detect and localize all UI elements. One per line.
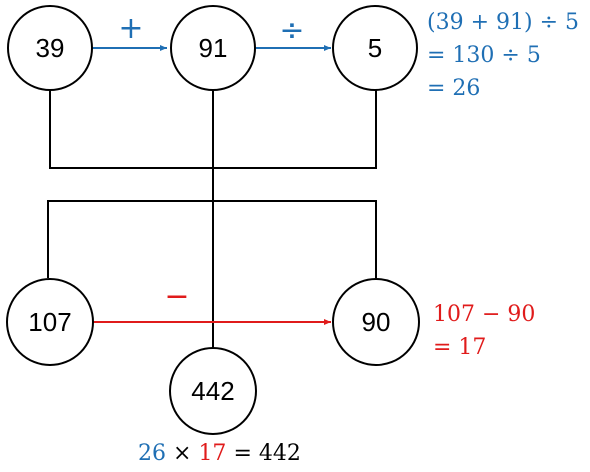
node-90-label: 90 [362,307,391,337]
node-91-label: 91 [199,33,228,63]
node-107-label: 107 [28,307,71,337]
node-5: 5 [332,5,418,91]
final-calc-b: 17 [198,441,226,466]
final-calc-a: 26 [138,441,166,466]
minus-operator: − [164,279,189,314]
red-calculation: 107 − 90 = 17 [433,302,535,360]
final-calc-times: × [173,441,198,466]
plus-operator: + [118,11,143,46]
divide-operator: ÷ [279,13,304,48]
node-39-label: 39 [36,33,65,63]
node-91: 91 [170,5,256,91]
node-90: 90 [332,278,420,366]
blue-calc-line-2: = 130 ÷ 5 [427,43,541,68]
node-39: 39 [7,5,93,91]
blue-calc-line-3: = 26 [427,76,480,101]
node-5-label: 5 [368,33,382,63]
red-calc-line-2: = 17 [433,335,486,360]
final-calculation: 26 × 17 = 442 [138,441,301,466]
blue-calculation: (39 + 91) ÷ 5 = 130 ÷ 5 = 26 [427,10,579,101]
node-442: 442 [169,347,257,435]
node-107: 107 [6,278,94,366]
final-calc-result: = 442 [233,441,300,466]
blue-calc-line-1: (39 + 91) ÷ 5 [427,10,579,35]
red-calc-line-1: 107 − 90 [433,302,535,327]
node-442-label: 442 [191,376,234,406]
